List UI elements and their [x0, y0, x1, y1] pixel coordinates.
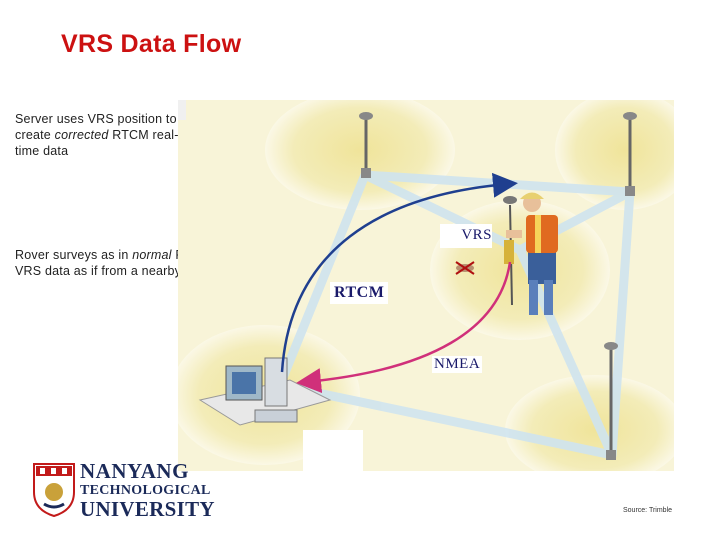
rtcm-label: RTCM	[330, 282, 389, 304]
crossed-antenna-icon	[455, 261, 475, 275]
university-logo-text: NANYANG TECHNOLOGICAL UNIVERSITY	[80, 459, 215, 521]
rover-surveyor-figure	[503, 192, 558, 315]
vrs-label: VRS	[440, 224, 492, 248]
page-title: VRS Data Flow	[61, 30, 242, 58]
nmea-arrow	[296, 261, 512, 393]
server-note: Server uses VRS position to create corre…	[15, 112, 179, 158]
vrs-illustration	[178, 100, 674, 471]
nmea-label: NMEA	[432, 356, 483, 373]
rtcm-arrow	[280, 172, 518, 373]
university-crest-icon	[33, 463, 75, 518]
reference-station	[364, 118, 632, 455]
source-credit: Source: Trimble	[623, 507, 673, 514]
